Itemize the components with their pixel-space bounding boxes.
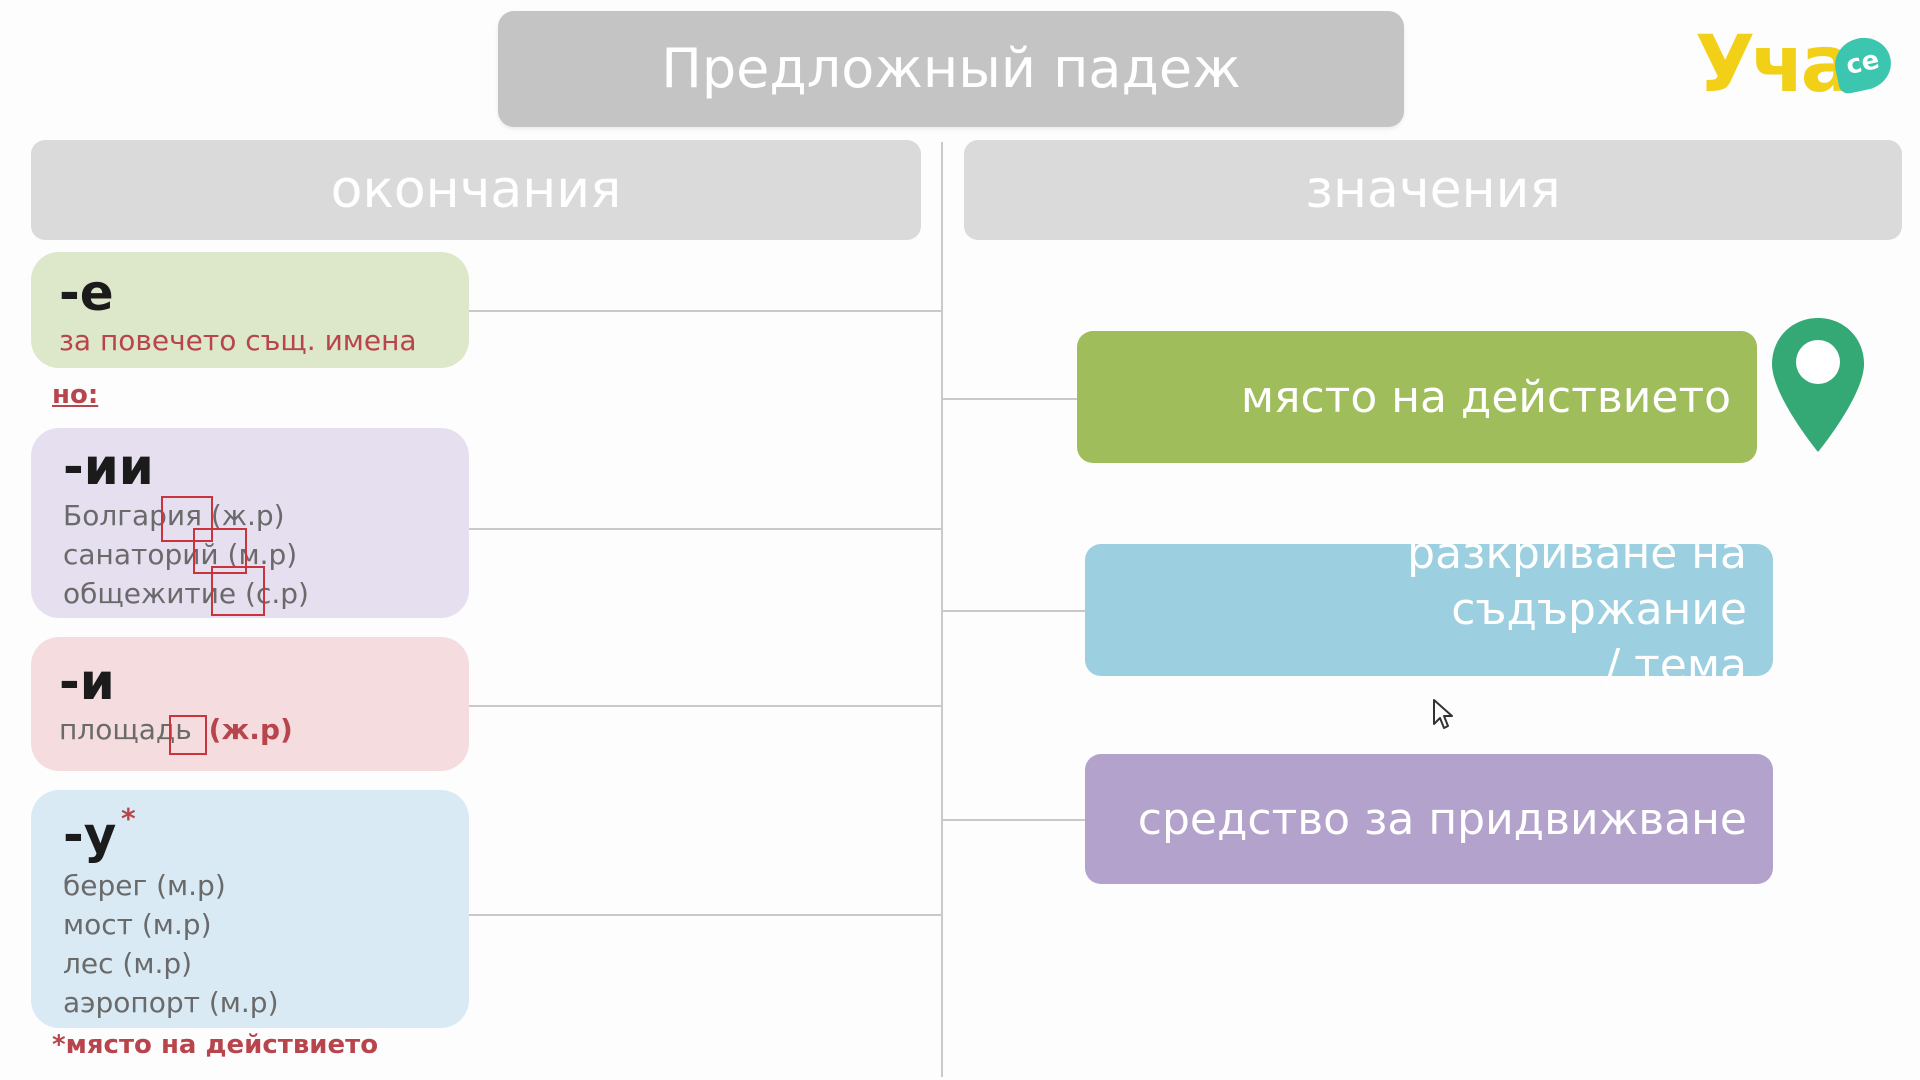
meaning-text-line2: / тема: [1605, 640, 1747, 691]
connector-line-u: [469, 914, 941, 916]
meaning-place: място на действието: [1077, 331, 1757, 463]
example-word: санаторий (м.р): [63, 538, 298, 571]
connector-line-e: [469, 310, 941, 312]
footnote: *място на действието: [52, 1030, 379, 1060]
pin-shape: [1772, 318, 1864, 452]
connector-line-ii: [469, 528, 941, 530]
highlight-box: [161, 496, 213, 542]
highlight-box: [169, 715, 207, 755]
column-header-meanings: значения: [964, 140, 1902, 240]
meaning-topic: разкриване на съдържание / тема: [1085, 528, 1773, 691]
logo-text: Уча: [1695, 20, 1853, 110]
ending-label: -и: [59, 653, 115, 711]
asterisk-mark: *: [121, 802, 136, 835]
logo-badge-text: се: [1843, 44, 1883, 82]
meaning-transport: средство за придвижване: [1085, 754, 1773, 884]
ending-card-u: -у * берег (м.р) мост (м.р) лес (м.р) аэ…: [31, 790, 469, 1028]
highlight-box: [211, 566, 265, 616]
connector-line-meaning-2: [943, 610, 1085, 612]
ending-label: -ии: [63, 438, 154, 496]
ending-card-i: -и площадь (ж.р): [31, 637, 469, 771]
location-pin-icon: [1772, 318, 1864, 452]
ending-card-ii: -ии Болгария (ж.р) санаторий (м.р) общеж…: [31, 428, 469, 618]
pin-hole: [1796, 340, 1840, 384]
highlight-box: [193, 528, 247, 574]
meaning-text: място на действието: [1240, 371, 1731, 423]
column-header-endings: окончания: [31, 140, 921, 240]
connector-line-i: [469, 705, 941, 707]
connector-line-meaning-3: [943, 819, 1085, 821]
example-word: берег (м.р): [63, 869, 226, 902]
cursor-icon: [1433, 699, 1453, 729]
ending-card-e: -е за повечето същ. имена: [31, 252, 469, 368]
center-divider: [941, 142, 943, 1077]
but-label: но:: [52, 380, 99, 410]
ending-note: за повечето същ. имена: [59, 324, 417, 357]
example-word: общежитие (с.р): [63, 577, 309, 610]
example-word: лес (м.р): [63, 947, 193, 980]
page-title: Предложный падеж: [498, 11, 1404, 127]
example-gender: (ж.р): [208, 713, 293, 746]
example-word: Болгария (ж.р): [63, 499, 285, 532]
connector-line-meaning-1: [943, 398, 1077, 400]
example-word: мост (м.р): [63, 908, 212, 941]
meaning-text: разкриване на съдържание: [1407, 528, 1747, 635]
logo: Уча се: [1695, 18, 1905, 110]
meaning-text: средство за придвижване: [1137, 793, 1747, 845]
ending-label: -у: [63, 806, 117, 864]
example-word: аэропорт (м.р): [63, 986, 279, 1019]
ending-label: -е: [59, 264, 114, 322]
